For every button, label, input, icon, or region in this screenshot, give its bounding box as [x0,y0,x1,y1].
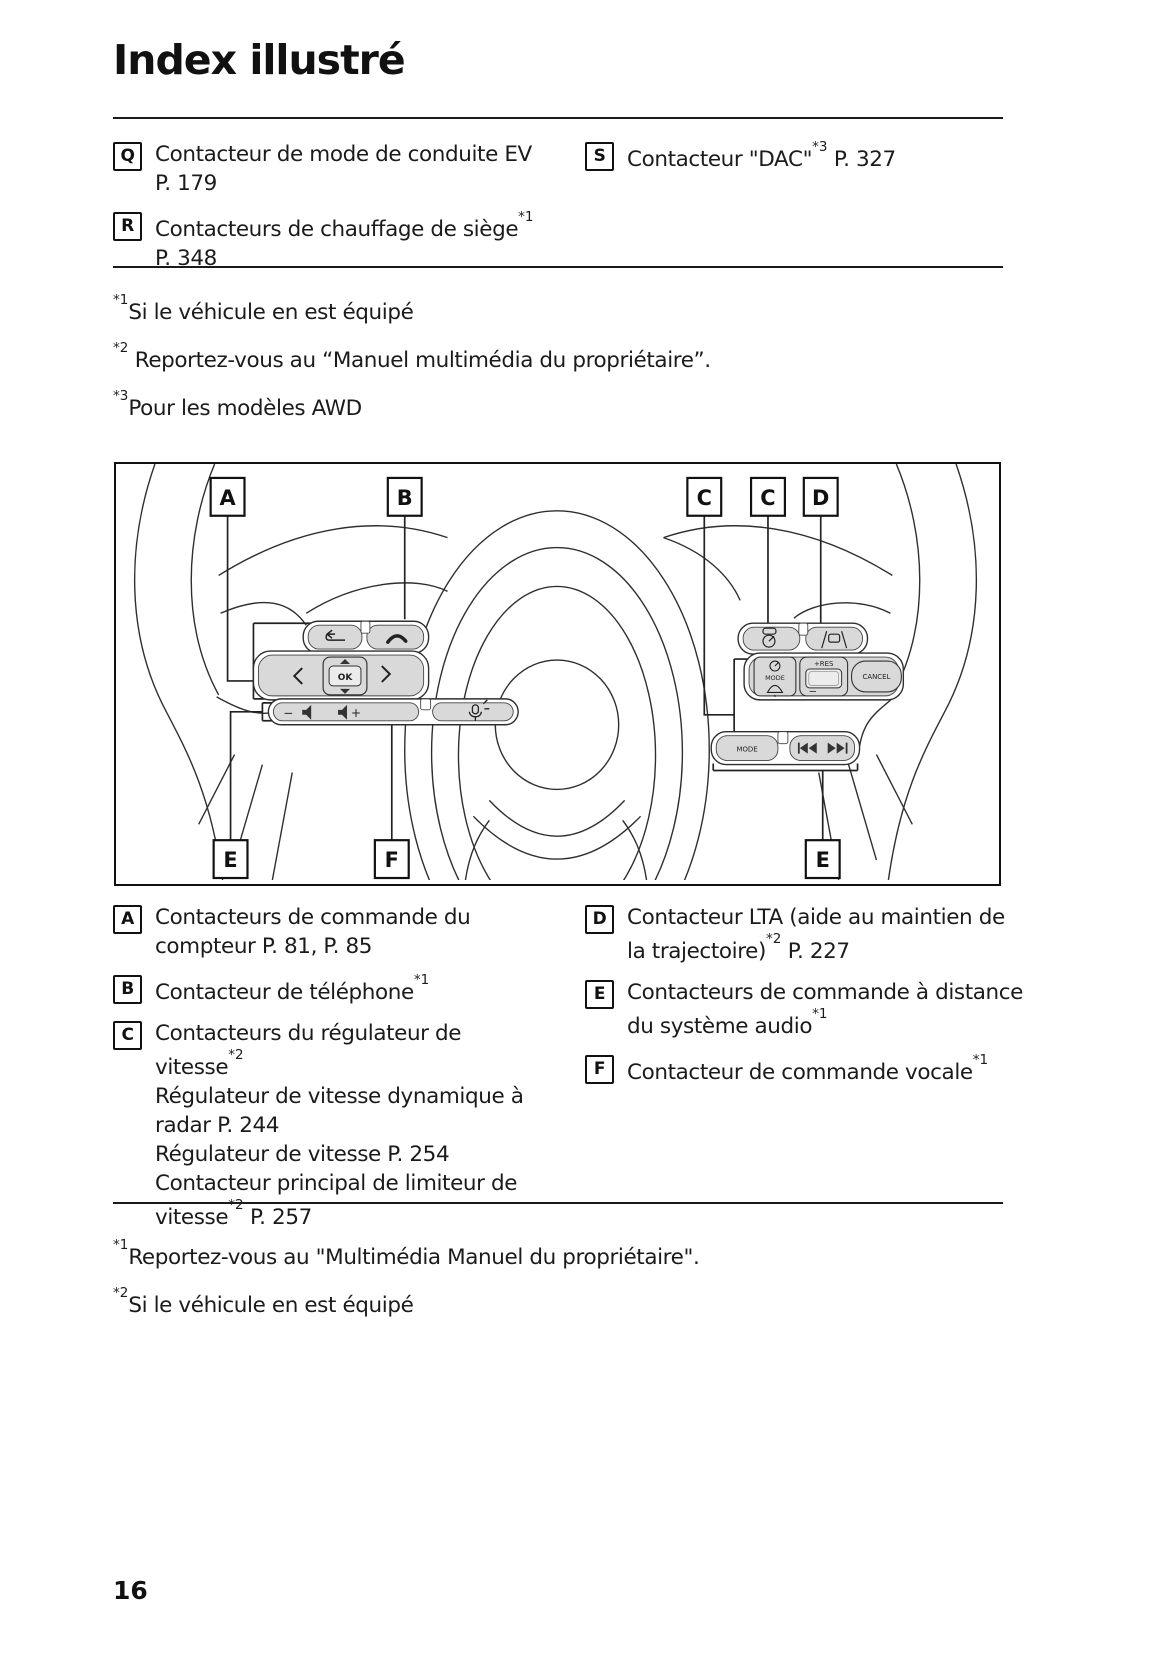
ok-button: OK [322,656,368,696]
legend-item-b: B Contacteur de téléphone*1 [113,972,583,1007]
legend-text: Contacteurs de commande du compteur P. 8… [155,905,471,959]
legend-item-f: F Contacteur de commande vocale*1 [585,1052,1055,1087]
divider [113,1202,1003,1204]
legend-key: F [585,1055,614,1085]
lane-assist-button [805,626,863,651]
legend-key: S [585,142,614,171]
phone-icon [386,634,408,644]
bell-icon [766,684,784,697]
legend-item-q: Q Contacteur de mode de conduite EV P. 1… [113,140,583,198]
legend-key: R [113,212,142,241]
bottom-legend-left: A Contacteurs de commande du compteur P.… [113,903,583,1244]
legend-text: Contacteurs du régulateur de vitesse*2 R… [155,1021,524,1231]
up-arrow-icon [340,659,350,665]
left-button-cluster: OK − + [252,620,519,726]
label-a: A [219,486,236,510]
legend-text: Contacteur "DAC"*3 P. 327 [627,139,896,173]
footnotes-bottom: *1Reportez-vous au "Multimédia Manuel du… [113,1237,700,1334]
footnotes-top: *1Si le véhicule en est équipé *2 Report… [113,292,711,437]
svg-text:CANCEL: CANCEL [862,673,890,681]
label-e2: E [816,848,830,872]
media-mode-button [715,735,779,762]
page-title: Index illustré [113,36,406,84]
svg-text:−: − [809,686,817,697]
cancel-button: CANCEL [851,660,902,693]
legend-text: Contacteurs de commande à distance du sy… [627,980,1023,1040]
top-legend-right: S Contacteur "DAC"*3 P. 327 [585,139,1055,186]
track-buttons [789,735,856,762]
legend-key: B [113,975,142,1004]
label-f: F [385,848,399,872]
legend-text: Contacteurs de chauffage de siège*1 P. 3… [155,209,534,272]
res-rocker: +RES − [799,656,849,697]
svg-text:OK: OK [338,673,354,683]
footnote: *3Pour les modèles AWD [113,388,362,422]
legend-key: Q [113,142,142,171]
legend-text: Contacteur de mode de conduite EV P. 179 [155,142,532,196]
legend-text: Contacteur de commande vocale*1 [627,1052,989,1086]
legend-key: C [113,1021,142,1051]
footnote: *1Si le véhicule en est équipé [113,292,414,326]
right-button-cluster: MODE +RES − CANCEL MODE [710,622,905,766]
steering-wheel-diagram: OK − + [114,462,1001,990]
legend-item-d: D Contacteur LTA (aide au maintien de la… [585,903,1055,966]
legend-key: A [113,905,142,934]
label-c1: C [697,486,712,510]
speaker-icon [338,704,348,720]
legend-text: Contacteur de téléphone*1 [155,972,430,1006]
back-button [307,624,363,650]
legend-item-r: R Contacteurs de chauffage de siège*1 P.… [113,209,583,273]
svg-text:MODE: MODE [765,674,785,682]
speedometer-icon [769,660,781,672]
label-c2: C [760,486,775,510]
cruise-icon [762,627,777,648]
label-d: D [812,486,829,510]
back-arrow-icon [325,629,346,641]
prev-track-icon [797,742,817,754]
svg-text:MODE: MODE [736,746,757,754]
lane-assist-icon [821,631,848,649]
footnote: *1Reportez-vous au "Multimédia Manuel du… [113,1237,700,1271]
divider [113,266,1003,268]
bottom-legend-right: D Contacteur LTA (aide au maintien de la… [585,903,1055,1099]
next-track-icon [827,742,848,754]
legend-key: D [585,905,614,934]
down-arrow-icon [340,688,350,694]
top-legend-left: Q Contacteur de mode de conduite EV P. 1… [113,140,583,285]
legend-item-e: E Contacteurs de commande à distance du … [585,978,1055,1041]
mode-button: MODE [753,656,797,697]
callout-labels: A B C C D E F E [209,476,841,880]
footnote: *2Si le véhicule en est équipé [113,1285,414,1319]
volume-down-label: − [283,706,293,720]
divider [113,117,1003,119]
steering-wheel-art: OK − + [133,463,978,990]
right-arrow-icon [381,665,392,683]
page-number: 16 [113,1576,148,1605]
legend-item-c: C Contacteurs du régulateur de vitesse*2… [113,1019,583,1232]
legend-key: E [585,980,614,1010]
volume-up-label: + [351,706,361,720]
svg-text:+RES: +RES [814,660,834,668]
label-e1: E [223,848,237,872]
footnote: *2 Reportez-vous au “Manuel multimédia d… [113,340,711,374]
speaker-icon [302,704,312,720]
legend-item-s: S Contacteur "DAC"*3 P. 327 [585,139,1055,174]
legend-text: Contacteur LTA (aide au maintien de la t… [627,905,1005,965]
legend-item-a: A Contacteurs de commande du compteur P.… [113,903,583,961]
voice-mic-icon [468,699,490,721]
label-b: B [397,486,413,510]
left-arrow-icon [292,667,303,685]
